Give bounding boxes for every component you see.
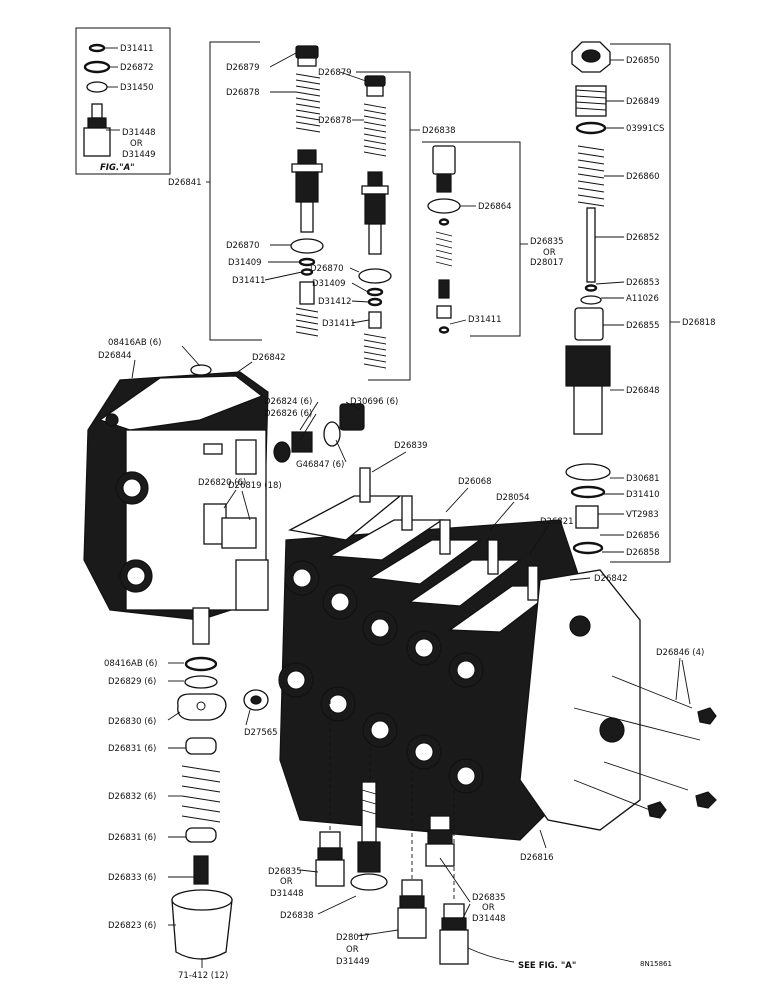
bottom-label-6: D31449 [336, 957, 370, 967]
bottom-label-5: OR [346, 945, 359, 955]
body-label-6: G46847 (6) [296, 460, 344, 470]
left-spool-assembly: D26879 D26878 D26841 D26870 D31409 D3141… [168, 41, 324, 341]
see-fig-a-callout: SEE FIG. "A" [518, 961, 576, 971]
bottom-label-3: D26838 [280, 911, 314, 921]
left-label-4: D31409 [228, 258, 262, 268]
middle-label-4: D31409 [312, 279, 346, 289]
right-label-14: D26858 [626, 548, 660, 558]
left-spring [295, 73, 321, 133]
right-label-5: D26853 [626, 278, 660, 288]
body-label-12: D26819 (18) [228, 481, 282, 491]
right-label-12: VT2983 [626, 510, 659, 520]
stack-label-2: D26830 (6) [108, 717, 156, 727]
plug-label-0: D26864 [478, 202, 512, 212]
right-label-11: D31410 [626, 490, 660, 500]
bottom-parts: D26835 OR D31448 D26838 D28017 OR D31449… [268, 700, 672, 971]
drawing-number: 8N15861 [640, 960, 672, 968]
figure-a-frame [75, 27, 171, 175]
bottom-label-7: D26835 [472, 893, 506, 903]
middle-label-5: D31412 [318, 297, 352, 307]
right-label-4: D26852 [626, 233, 660, 243]
relief-plug [83, 103, 111, 157]
plug-assembly: D26864 D26835 OR D28017 D31411 [422, 141, 564, 337]
spring-stack: 08416AB (6) D26829 (6) D26830 (6) D26831… [104, 656, 233, 981]
body-label-15: D27565 [244, 728, 278, 738]
left-label-5: D31411 [232, 276, 266, 286]
right-label-6: A11026 [626, 294, 659, 304]
body-labels: 08416AB (6) D26844 D26842 D26824 (6) D26… [98, 338, 704, 863]
body-label-10: D26821 [540, 517, 574, 527]
body-label-2: D26842 [252, 353, 286, 363]
bottom-label-8: OR [482, 903, 495, 913]
fig-a-label-0: D31411 [120, 44, 154, 54]
body-label-14: D26846 (4) [656, 648, 704, 658]
right-label-9: D26848 [626, 386, 660, 396]
washer [86, 81, 108, 93]
fig-a-label-3: D31448 [122, 128, 156, 138]
fig-a-label-5: D31449 [122, 150, 156, 160]
plug-label-3: D28017 [530, 258, 564, 268]
inlet-section [83, 364, 269, 645]
bottom-label-1: OR [280, 877, 293, 887]
body-label-13: D26842 [594, 574, 628, 584]
body-label-11: D26820 (6) [198, 478, 246, 488]
middle-label-6: D31411 [322, 319, 356, 329]
body-label-9: D28054 [496, 493, 530, 503]
fig-a-title: FIG."A" [100, 163, 135, 173]
left-label-3: D26870 [226, 241, 260, 251]
left-label-0: D26879 [226, 63, 260, 73]
o-ring-small [88, 43, 106, 53]
body-label-3: D26824 (6) [264, 397, 312, 407]
middle-label-0: D26879 [318, 68, 352, 78]
right-label-3: D26860 [626, 172, 660, 182]
right-assembly: D26850 D26849 03991CS D26860 D26852 D268… [565, 41, 716, 563]
bottom-label-0: D26835 [268, 867, 302, 877]
right-label-1: D26849 [626, 97, 660, 107]
body-label-7: D26839 [394, 441, 428, 451]
fig-a-label-1: D26872 [120, 63, 154, 73]
bottom-label-9: D31448 [472, 914, 506, 924]
middle-spool-assembly: D26879 D26878 D26838 D26870 D31409 D3141… [310, 68, 456, 381]
stack-label-0: 08416AB (6) [104, 659, 157, 669]
right-label-8: D26818 [682, 318, 716, 328]
body-label-0: 08416AB (6) [108, 338, 161, 348]
right-label-10: D30681 [626, 474, 660, 484]
right-label-7: D26855 [626, 321, 660, 331]
bottom-label-4: D28017 [336, 933, 370, 943]
bottom-label-2: D31448 [270, 889, 304, 899]
body-label-8: D26068 [458, 477, 492, 487]
right-label-13: D26856 [626, 531, 660, 541]
fig-a-label-2: D31450 [120, 83, 154, 93]
o-ring-medium [83, 60, 111, 74]
plug-label-2: OR [543, 248, 556, 258]
right-label-2: 03991CS [626, 124, 664, 134]
stack-label-3: D26831 (6) [108, 744, 156, 754]
plug-label-1: D26835 [530, 237, 564, 247]
stack-label-1: D26829 (6) [108, 677, 156, 687]
middle-label-1: D26878 [318, 116, 352, 126]
stack-label-5: D26831 (6) [108, 833, 156, 843]
plug-label-4: D31411 [468, 315, 502, 325]
body-label-5: D30696 (6) [350, 397, 398, 407]
body-label-16: D26816 [520, 853, 554, 863]
stack-label-8: 71-412 (12) [178, 971, 228, 981]
stack-label-7: D26823 (6) [108, 921, 156, 931]
body-label-1: D26844 [98, 351, 132, 361]
middle-label-3: D26870 [310, 264, 344, 274]
right-label-0: D26850 [626, 56, 660, 66]
left-label-2: D26841 [168, 178, 202, 188]
middle-label-2: D26838 [422, 126, 456, 136]
left-label-1: D26878 [226, 88, 260, 98]
figure-a: D31411 D26872 D31450 D31448 OR D31449 FI… [75, 27, 171, 175]
stack-label-6: D26833 (6) [108, 873, 156, 883]
body-label-4: D26826 (6) [264, 409, 312, 419]
fig-a-label-4: OR [130, 139, 143, 149]
check-valve-parts [273, 403, 365, 463]
stack-label-4: D26832 (6) [108, 792, 156, 802]
main-valve-body [243, 467, 717, 841]
